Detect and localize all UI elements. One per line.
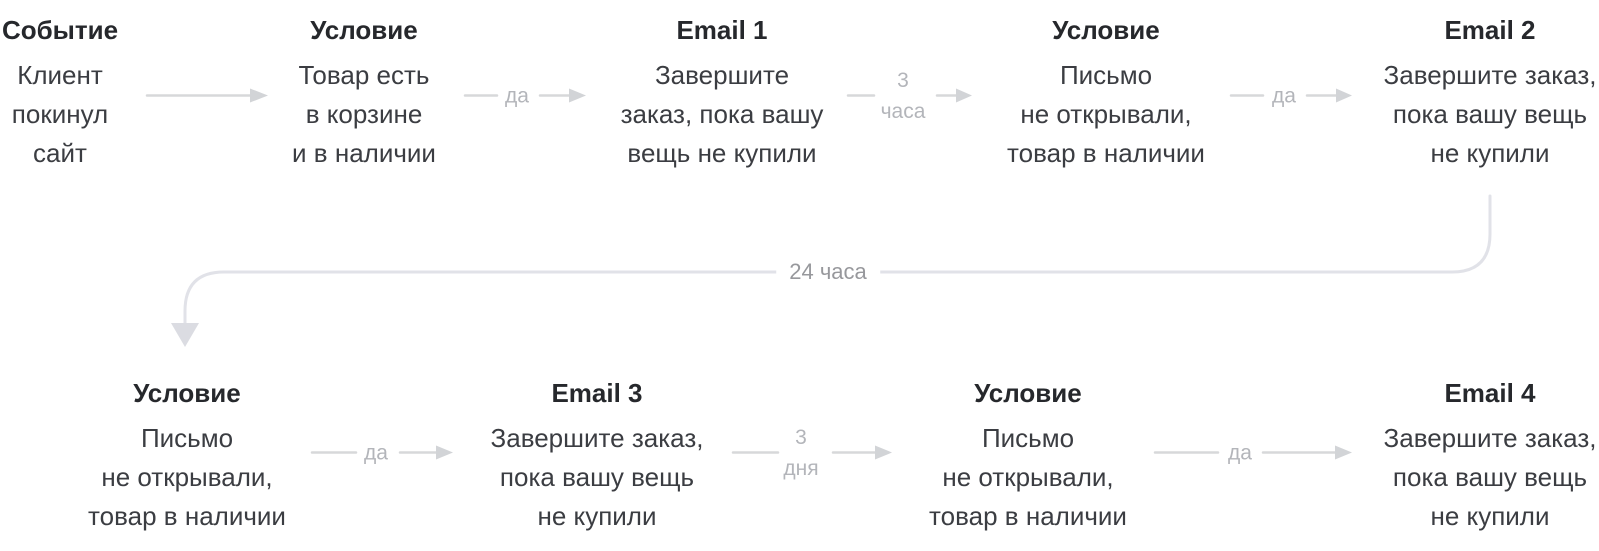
node-line: Клиент bbox=[17, 60, 103, 90]
node-line: покинул bbox=[11, 99, 109, 129]
node-line: не купили bbox=[1430, 501, 1550, 531]
node-title: Условие bbox=[1052, 15, 1160, 45]
node-line: Письмо bbox=[140, 423, 234, 453]
arrow-label-delay-3-days: 3 дня bbox=[783, 422, 818, 484]
arrow-label-yes-4: да bbox=[1228, 441, 1252, 465]
node-title: Событие bbox=[1, 15, 119, 45]
node-description: Клиент покинул сайт bbox=[2, 56, 118, 173]
flow-node-email-4: Email 4 Завершите заказ, пока вашу вещь … bbox=[1384, 377, 1597, 536]
flow-node-condition-2: Условие Письмо не открывали, товар в нал… bbox=[1007, 14, 1205, 173]
delay-value: 3 bbox=[897, 69, 909, 92]
node-line: не купили bbox=[537, 501, 657, 531]
node-line: Завершите bbox=[654, 60, 790, 90]
arrow-label-yes-3: да bbox=[364, 441, 388, 465]
flow-node-condition-1: Условие Товар есть в корзине и в наличии bbox=[292, 14, 436, 173]
node-description: Завершите заказ, пока вашу вещь не купил… bbox=[1384, 56, 1597, 173]
node-title: Email 3 bbox=[551, 378, 643, 408]
node-line: Письмо bbox=[1059, 60, 1153, 90]
node-line: Завершите заказ, bbox=[490, 423, 704, 453]
node-description: Письмо не открывали, товар в наличии bbox=[88, 419, 286, 536]
node-line: Товар есть bbox=[298, 60, 430, 90]
arrow-label-yes-1: да bbox=[505, 84, 529, 108]
node-line: не открывали, bbox=[1020, 99, 1192, 129]
flow-node-email-3: Email 3 Завершите заказ, пока вашу вещь … bbox=[491, 377, 704, 536]
node-line: сайт bbox=[33, 138, 87, 168]
arrow-condition4-to-email4-icon bbox=[1153, 445, 1352, 460]
node-line: Завершите заказ, bbox=[1383, 423, 1597, 453]
delay-unit: часа bbox=[880, 100, 926, 123]
node-title: Условие bbox=[310, 15, 418, 45]
node-line: Завершите заказ, bbox=[1383, 60, 1597, 90]
node-description: Письмо не открывали, товар в наличии bbox=[929, 419, 1127, 536]
node-line: вещь не купили bbox=[627, 138, 817, 168]
arrow-event-to-condition1-icon bbox=[145, 88, 268, 103]
node-line: не открывали, bbox=[101, 462, 273, 492]
node-description: Завершите заказ, пока вашу вещь не купил… bbox=[1384, 419, 1597, 536]
node-line: пока вашу вещь bbox=[499, 462, 695, 492]
arrow-condition1-to-email1-icon bbox=[463, 88, 586, 103]
node-line: заказ, пока вашу bbox=[620, 99, 824, 129]
node-title: Условие bbox=[974, 378, 1082, 408]
delay-value: 3 bbox=[795, 426, 807, 449]
node-line: пока вашу вещь bbox=[1392, 462, 1588, 492]
node-description: Товар есть в корзине и в наличии bbox=[292, 56, 436, 173]
node-line: пока вашу вещь bbox=[1392, 99, 1588, 129]
node-line: и в наличии bbox=[292, 138, 436, 168]
arrow-label-delay-3-hours: 3 часа bbox=[881, 65, 926, 127]
arrow-condition3-to-email3-icon bbox=[310, 445, 453, 460]
node-title: Условие bbox=[133, 378, 241, 408]
node-line: товар в наличии bbox=[88, 501, 286, 531]
node-line: не открывали, bbox=[942, 462, 1114, 492]
arrow-label-delay-24-hours: 24 часа bbox=[776, 258, 880, 286]
arrow-email3-to-condition4-icon bbox=[731, 445, 892, 460]
node-title: Email 1 bbox=[676, 15, 768, 45]
node-line: товар в наличии bbox=[1007, 138, 1205, 168]
node-description: Завершите заказ, пока вашу вещь не купил… bbox=[621, 56, 824, 173]
arrow-label-yes-2: да bbox=[1272, 84, 1296, 108]
arrow-email1-to-condition2-icon bbox=[846, 88, 972, 103]
node-line: Письмо bbox=[981, 423, 1075, 453]
node-description: Завершите заказ, пока вашу вещь не купил… bbox=[491, 419, 704, 536]
delay-unit: дня bbox=[783, 457, 819, 480]
node-description: Письмо не открывали, товар в наличии bbox=[1007, 56, 1205, 173]
node-title: Email 4 bbox=[1444, 378, 1536, 408]
node-line: товар в наличии bbox=[929, 501, 1127, 531]
flow-node-condition-3: Условие Письмо не открывали, товар в нал… bbox=[88, 377, 286, 536]
node-title: Email 2 bbox=[1444, 15, 1536, 45]
flow-node-condition-4: Условие Письмо не открывали, товар в нал… bbox=[929, 377, 1127, 536]
node-line: в корзине bbox=[305, 99, 423, 129]
flow-node-email-2: Email 2 Завершите заказ, пока вашу вещь … bbox=[1384, 14, 1597, 173]
node-line: не купили bbox=[1430, 138, 1550, 168]
arrow-condition2-to-email2-icon bbox=[1229, 88, 1352, 103]
flow-node-email-1: Email 1 Завершите заказ, пока вашу вещь … bbox=[621, 14, 824, 173]
flow-node-event: Событие Клиент покинул сайт bbox=[2, 14, 118, 173]
